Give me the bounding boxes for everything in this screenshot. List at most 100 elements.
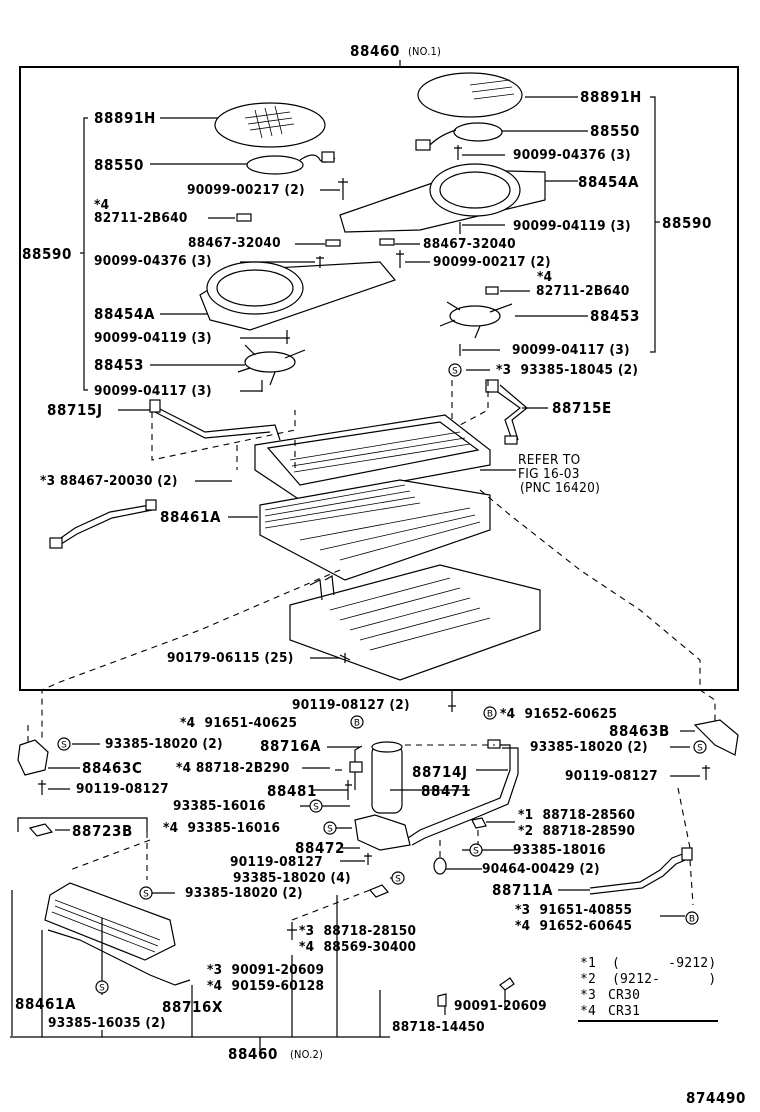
symbol-b-icon: B — [487, 710, 493, 720]
part-90099-04119-left: 90099-04119 (3) — [94, 330, 212, 346]
symbol-s-icon: S — [61, 741, 67, 751]
refer-to-line3: (PNC 16420) — [520, 480, 601, 496]
symbol-s-icon: S — [143, 890, 149, 900]
assembly-box-no1 — [19, 66, 739, 691]
pipe-88715j — [151, 404, 281, 441]
part-88569-30400: *4 88569-30400 — [299, 939, 417, 955]
part-88550-left: 88550 — [94, 156, 144, 174]
hose-88714j — [407, 744, 511, 839]
fan-shroud-88891h-right — [417, 72, 523, 118]
note-mark-4: *4 — [94, 197, 110, 213]
symbol-s-icon: S — [327, 825, 333, 835]
evaporator-case-lower — [289, 564, 541, 681]
part-90099-00217-left: 90099-00217 (2) — [187, 182, 305, 198]
assembly-no1-suffix: (NO.1) — [408, 45, 442, 58]
part-88467-32040-right: 88467-32040 — [423, 236, 516, 252]
part-88454a-right: 88454A — [578, 173, 639, 191]
bracket-88463b — [693, 719, 739, 756]
part-90159-60128: *4 90159-60128 — [207, 978, 325, 994]
part-90179-06115: 90179-06115 (25) — [167, 650, 294, 666]
part-88453-left: 88453 — [94, 356, 144, 374]
footnote-1-mark: *1 — [580, 956, 597, 971]
part-93385-16035: 93385-16035 (2) — [48, 1015, 166, 1031]
part-93385-18020-bottom: 93385-18020 (2) — [185, 885, 303, 901]
part-93385-18045: *3 93385-18045 (2) — [496, 362, 639, 378]
footnote-2-mark: *2 — [580, 972, 597, 987]
fan-blade-88453-right — [449, 305, 501, 327]
footnote-3-text: CR30 — [608, 988, 641, 1003]
symbol-s-icon: S — [473, 847, 479, 857]
symbol-b-icon: B — [354, 719, 360, 729]
fan-motor-88550-right — [453, 122, 503, 142]
part-90099-04117-right: 90099-04117 (3) — [512, 342, 630, 358]
part-90119-08127-left: 90119-08127 — [76, 781, 169, 797]
part-88716x: 88716X — [162, 998, 223, 1016]
part-90464-00429: 90464-00429 (2) — [482, 861, 600, 877]
part-88718-14450: 88718-14450 — [392, 1019, 485, 1035]
symbol-b-icon: B — [689, 915, 695, 925]
part-93385-18020-right: 93385-18020 (2) — [530, 739, 648, 755]
part-91652-60625: *4 91652-60625 — [500, 706, 618, 722]
pipe-88711a — [589, 851, 689, 889]
part-88714j: 88714J — [412, 763, 468, 781]
fan-shroud-88891h-left — [214, 102, 326, 148]
part-88711a: 88711A — [492, 881, 553, 899]
fan-motor-88550-left — [246, 155, 304, 175]
symbol-s-icon: S — [452, 367, 458, 377]
part-88453-right: 88453 — [590, 307, 640, 325]
part-88718-28590: *2 88718-28590 — [518, 823, 636, 839]
part-88454a-left: 88454A — [94, 305, 155, 323]
part-90119-08127-mid: 90119-08127 — [230, 854, 323, 870]
part-90091-20609-b: 90091-20609 — [454, 998, 547, 1014]
part-88718-28560: *1 88718-28560 — [518, 807, 636, 823]
part-88472: 88472 — [295, 839, 345, 857]
part-88481: 88481 — [267, 782, 317, 800]
part-88463c: 88463C — [82, 759, 143, 777]
figure-id: 874490 — [686, 1089, 746, 1107]
right-group-bracket — [650, 96, 656, 353]
part-90099-00217-right: 90099-00217 (2) — [433, 254, 551, 270]
receiver-88471 — [371, 744, 403, 814]
screw-icons — [236, 145, 499, 392]
part-82711-2b640-left: 82711-2B640 — [94, 210, 188, 226]
part-82711-2b640-right: 82711-2B640 — [536, 283, 630, 299]
footnote-3-mark: *3 — [580, 988, 597, 1003]
evaporator-88461a-no2 — [44, 882, 176, 961]
part-88715j: 88715J — [47, 401, 103, 419]
left-group-label: 88590 — [22, 245, 72, 263]
evaporator-case-upper — [254, 414, 491, 501]
part-88471: 88471 — [421, 782, 471, 800]
part-88716a: 88716A — [260, 737, 321, 755]
note-mark-4-right: *4 — [537, 269, 553, 285]
part-90119-08127-2: 90119-08127 (2) — [292, 697, 410, 713]
part-88723b: 88723B — [72, 822, 133, 840]
part-88550-right: 88550 — [590, 122, 640, 140]
part-88718-2b290: *4 88718-2B290 — [176, 760, 290, 776]
footnote-1-text: ( -9212) — [612, 956, 717, 971]
assembly-no1-part: 88460 — [350, 42, 400, 60]
part-88467-20030: *3 88467-20030 (2) — [40, 473, 178, 489]
symbol-s-icon: S — [395, 875, 401, 885]
part-88891h-left: 88891H — [94, 109, 156, 127]
symbol-s-icon: S — [313, 803, 319, 813]
part-91651-40625: *4 91651-40625 — [180, 715, 298, 731]
bracket-88463c — [17, 739, 49, 776]
part-88891h-right: 88891H — [580, 88, 642, 106]
part-88467-32040-left: 88467-32040 — [188, 235, 281, 251]
bracket-88723b — [17, 817, 148, 832]
right-group-label: 88590 — [662, 214, 712, 232]
symbol-markers — [57, 363, 707, 994]
footnote-4-mark: *4 — [580, 1004, 597, 1019]
part-90119-08127-right: 90119-08127 — [565, 768, 658, 784]
symbol-s-icon: S — [697, 744, 703, 754]
part-90091-20609-a: *3 90091-20609 — [207, 962, 325, 978]
bracket-88472 — [354, 814, 411, 851]
part-91651-40855: *3 91651-40855 — [515, 902, 633, 918]
part-93385-18020-left: 93385-18020 (2) — [105, 736, 223, 752]
part-88718-28150: *3 88718-28150 — [299, 923, 417, 939]
part-90099-04117-left: 90099-04117 (3) — [94, 383, 212, 399]
part-90099-04376-right: 90099-04376 (3) — [513, 147, 631, 163]
fan-blade-88453-left — [244, 351, 296, 373]
